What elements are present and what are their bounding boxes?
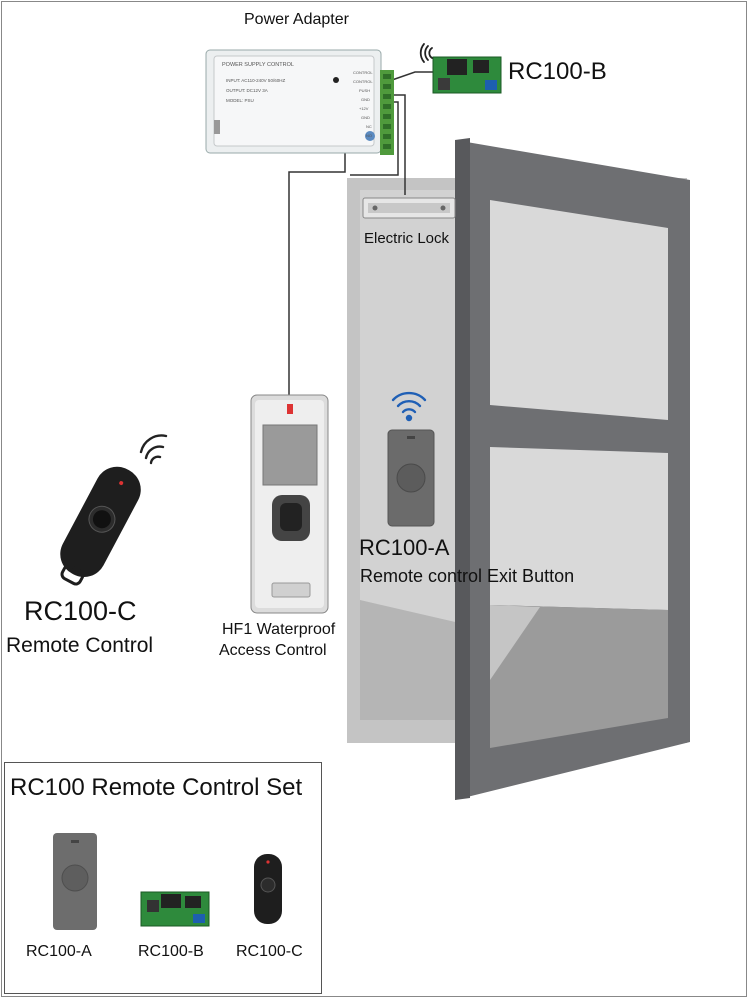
exit-button-label: Remote control Exit Button xyxy=(360,566,575,586)
rc100a-label: RC100-A xyxy=(359,535,450,560)
terminal-label: CONTROL xyxy=(353,79,373,84)
electric-lock-label: Electric Lock xyxy=(364,230,450,247)
terminal-label: +12V xyxy=(359,106,369,111)
rc100a-exit-button-device xyxy=(387,429,435,527)
hf1-label-line1: HF1 Waterproof xyxy=(222,621,336,638)
adapter-line3: MODEL: PSU xyxy=(226,98,254,103)
rc100b-receiver-board xyxy=(432,56,502,94)
remote-control-set-panel xyxy=(4,762,322,994)
rc100c-remote-device xyxy=(60,466,141,586)
power-adapter-device xyxy=(205,49,394,155)
rc100b-label: RC100-B xyxy=(508,58,607,85)
adapter-line1: INPUT: AC110-240V 50/60HZ xyxy=(226,78,285,83)
wireless-signal-icon xyxy=(391,391,427,422)
terminal-label: CONTROL xyxy=(353,70,373,75)
wireless-signal-icon xyxy=(419,43,433,63)
wiring xyxy=(288,71,435,395)
wireless-signal-icon xyxy=(139,434,168,465)
remote-control-label: Remote Control xyxy=(6,634,154,657)
terminal-label: NC xyxy=(366,124,372,129)
terminal-label: GND xyxy=(361,115,370,120)
adapter-print: POWER SUPPLY CONTROL INPUT: AC110-240V 5… xyxy=(222,62,373,138)
set-rc100c-device xyxy=(254,854,282,924)
set-item-label: RC100-B xyxy=(138,943,204,960)
set-item-label: RC100-A xyxy=(26,943,92,960)
set-title: RC100 Remote Control Set xyxy=(10,774,303,801)
open-door xyxy=(455,138,690,800)
set-item-label: RC100-C xyxy=(236,943,303,960)
rc100c-label: RC100-C xyxy=(24,596,137,626)
electric-lock-device xyxy=(362,197,456,219)
terminal-label: GND xyxy=(361,97,370,102)
hf1-access-control-device xyxy=(250,394,329,614)
set-rc100a-device xyxy=(53,833,97,930)
power-adapter-label: Power Adapter xyxy=(244,11,349,28)
adapter-title: POWER SUPPLY CONTROL xyxy=(222,62,294,68)
hf1-label-line2: Access Control xyxy=(219,642,327,659)
set-rc100b-device xyxy=(140,891,210,927)
terminal-label: NO xyxy=(366,133,372,138)
adapter-line2: OUTPUT: DC12V 3A xyxy=(226,88,268,93)
terminal-label: PUSH xyxy=(359,88,370,93)
